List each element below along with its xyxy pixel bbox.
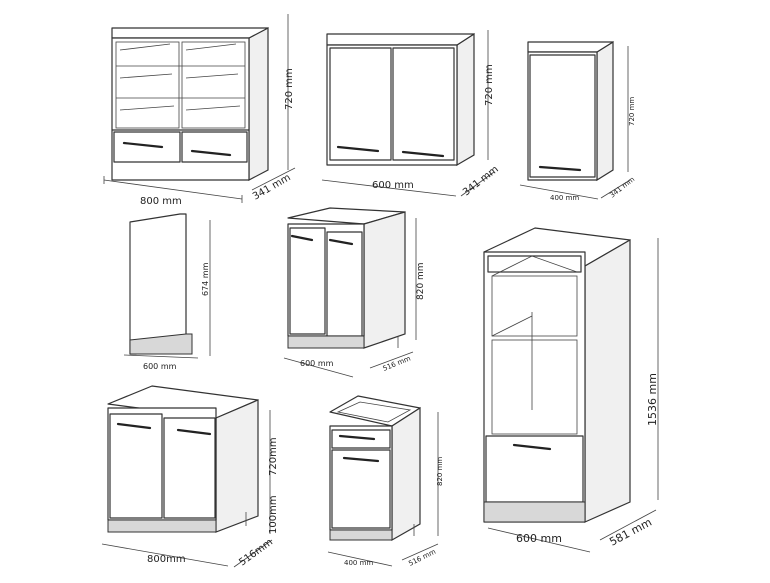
- dim-plinth-label: 100mm: [268, 495, 279, 534]
- single-wall-cabinet: 400 mm 720 mm 341 mm: [519, 40, 636, 202]
- dim-width-label: 800 mm: [140, 196, 182, 207]
- double-base-cabinet: 600 mm 820 mm 516 mm: [283, 207, 426, 378]
- double-wall-cabinet: 600 mm 720 mm 341 mm: [321, 30, 501, 198]
- dishwasher-panel: 600 mm 674 mm: [123, 213, 211, 371]
- dim-width-label: 400 mm: [550, 194, 579, 202]
- dim-height-label: 720 mm: [628, 97, 636, 126]
- glass-wall-cabinet: 800 mm 720 mm 341 mm: [103, 14, 296, 207]
- dim-height-label: 720 mm: [484, 64, 495, 106]
- dim-width-label: 600 mm: [516, 532, 562, 545]
- dim-height-label: 674 mm: [201, 262, 210, 296]
- dim-height-label: 820 mm: [436, 457, 444, 486]
- dim-width-label: 800mm: [147, 554, 186, 565]
- oven-tall-cabinet: 600 mm 1536 mm 581 mm: [483, 227, 659, 553]
- dim-depth-label: 516mm: [237, 537, 275, 569]
- dim-width-label: 400 mm: [344, 559, 373, 567]
- dim-width-label: 600 mm: [143, 362, 177, 371]
- dim-height-label: 820 mm: [416, 262, 426, 300]
- dim-width-label: 600 mm: [300, 359, 334, 368]
- drawer-base-cabinet: 400 mm 820 mm 516 mm: [327, 395, 444, 568]
- dim-depth-label: 516 mm: [382, 354, 412, 372]
- dim-height-label: 720 mm: [284, 68, 295, 110]
- dim-height-label: 1536 mm: [646, 373, 659, 426]
- dim-height-label: 720mm: [268, 437, 279, 476]
- dim-depth-label: 341 mm: [608, 175, 636, 199]
- dim-depth-label: 341 mm: [461, 164, 501, 198]
- dim-width-label: 600 mm: [372, 180, 414, 191]
- sink-base-cabinet: 800mm 720mm 100mm 516mm: [101, 385, 279, 569]
